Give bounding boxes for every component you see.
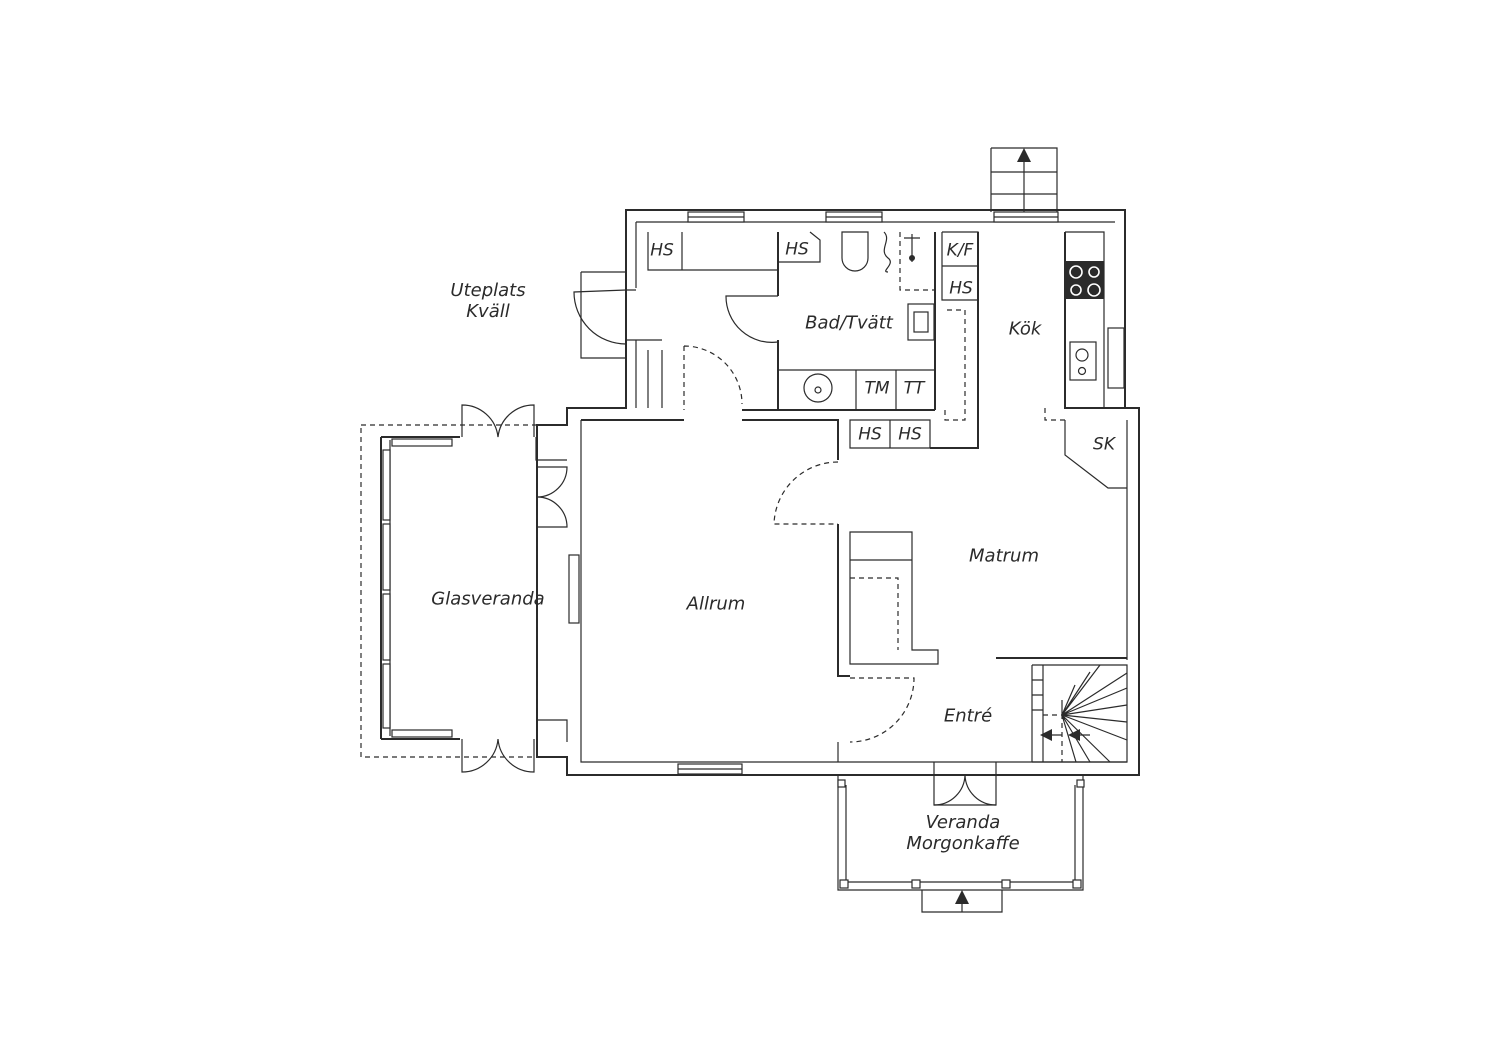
bathroom-fixtures bbox=[778, 231, 935, 410]
fixture-label-tt: TT bbox=[903, 378, 925, 399]
kitchen-appliances bbox=[1066, 261, 1104, 381]
veranda-line-2: Morgonkaffe bbox=[906, 833, 1020, 854]
closet-outlines bbox=[647, 231, 1105, 449]
fixture-label-hs-bath: HS bbox=[785, 239, 809, 260]
interior-walls bbox=[581, 232, 1127, 762]
room-label-matrum: Matrum bbox=[969, 545, 1039, 567]
fixture-label-hs-corridor-1: HS bbox=[858, 424, 882, 445]
room-label-veranda: Veranda Morgonkaffe bbox=[906, 812, 1019, 854]
fixture-label-kf: K/F bbox=[946, 240, 974, 261]
fixture-label-sk: SK bbox=[1093, 434, 1115, 455]
interior-doors bbox=[636, 295, 1065, 806]
fixture-label-tm: TM bbox=[864, 378, 890, 399]
room-label-allrum: Allrum bbox=[686, 593, 746, 615]
windows bbox=[568, 211, 1125, 775]
exterior-walls bbox=[536, 209, 1140, 776]
uteplats-line-1: Uteplats bbox=[450, 280, 526, 301]
uteplats-door bbox=[573, 271, 636, 359]
room-label-kok: Kök bbox=[1008, 318, 1042, 340]
fixture-label-hs-hall: HS bbox=[650, 240, 674, 261]
uteplats-line-2: Kväll bbox=[466, 301, 510, 322]
room-label-glasveranda: Glasveranda bbox=[431, 588, 545, 610]
room-label-bad-tvatt: Bad/Tvätt bbox=[805, 312, 893, 334]
back-steps bbox=[990, 147, 1058, 212]
veranda-line-1: Veranda bbox=[925, 812, 1001, 833]
staircase bbox=[1031, 664, 1128, 763]
fixture-label-hs-kitchen: HS bbox=[949, 278, 973, 299]
room-label-entre: Entré bbox=[943, 705, 993, 727]
fixture-label-hs-corridor-2: HS bbox=[898, 424, 922, 445]
glasveranda-structure bbox=[360, 404, 568, 773]
room-label-uteplats: Uteplats Kväll bbox=[450, 280, 525, 322]
veranda-structure bbox=[837, 775, 1085, 913]
